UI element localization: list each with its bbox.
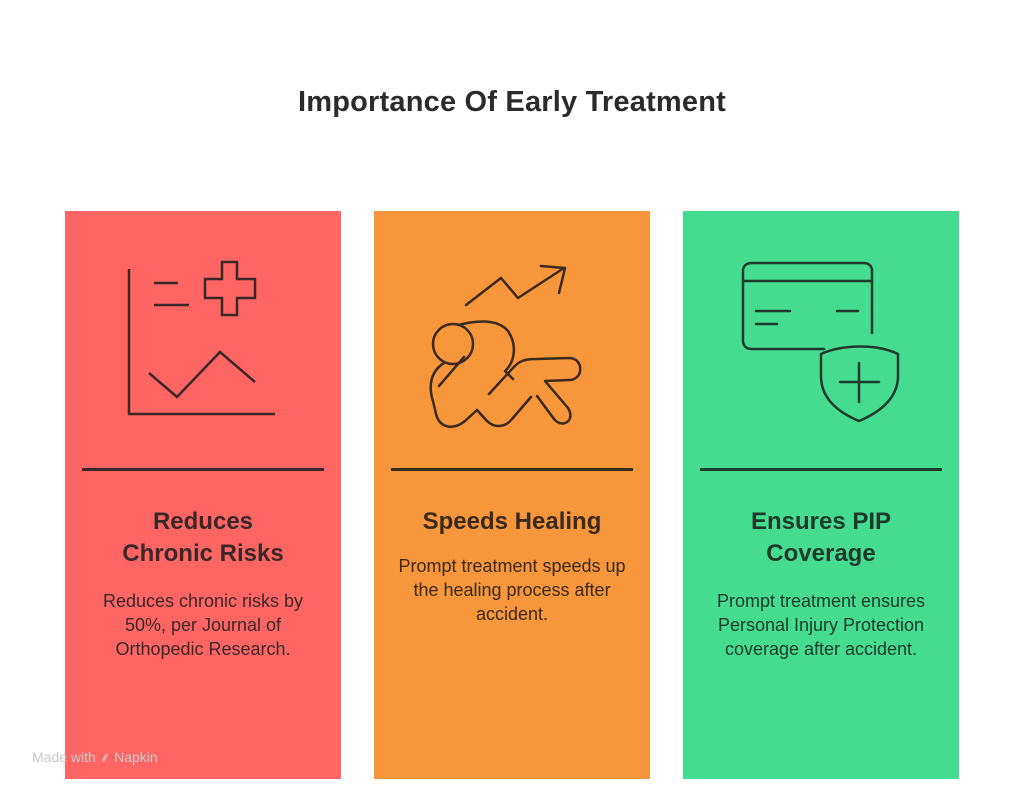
card-shield-icon bbox=[741, 261, 900, 423]
card-pip-coverage: Ensures PIP Coverage Prompt treatment en… bbox=[683, 211, 959, 779]
card-description: Prompt treatment speeds up the healing p… bbox=[398, 556, 626, 624]
heading-line: Speeds Healing bbox=[422, 508, 602, 535]
card-heading: Reduces Chronic Risks bbox=[65, 506, 341, 570]
divider bbox=[700, 468, 942, 471]
card-heading: Ensures PIP Coverage bbox=[683, 506, 959, 570]
card-description: Reduces chronic risks by 50%, per Journa… bbox=[102, 591, 304, 659]
heading-line: Ensures PIP bbox=[750, 508, 892, 535]
recovering-person-trend-icon bbox=[429, 264, 582, 428]
heading-line: Chronic Risks bbox=[122, 540, 284, 567]
card-description: Prompt treatment ensures Personal Injury… bbox=[716, 591, 926, 659]
heading-line: Reduces bbox=[152, 508, 254, 535]
card-heading: Speeds Healing bbox=[374, 506, 650, 538]
card-speeds-healing: Speeds Healing Prompt treatment speeds u… bbox=[374, 211, 650, 779]
divider bbox=[82, 468, 324, 471]
medical-chart-icon bbox=[127, 260, 275, 416]
card-chronic-risks: Reduces Chronic Risks Reduces chronic ri… bbox=[65, 211, 341, 779]
page-title: Importance Of Early Treatment bbox=[297, 86, 727, 118]
napkin-watermark: Made with ⸙ Napkin bbox=[32, 749, 158, 765]
heading-line: Coverage bbox=[766, 540, 876, 567]
divider bbox=[391, 468, 633, 471]
